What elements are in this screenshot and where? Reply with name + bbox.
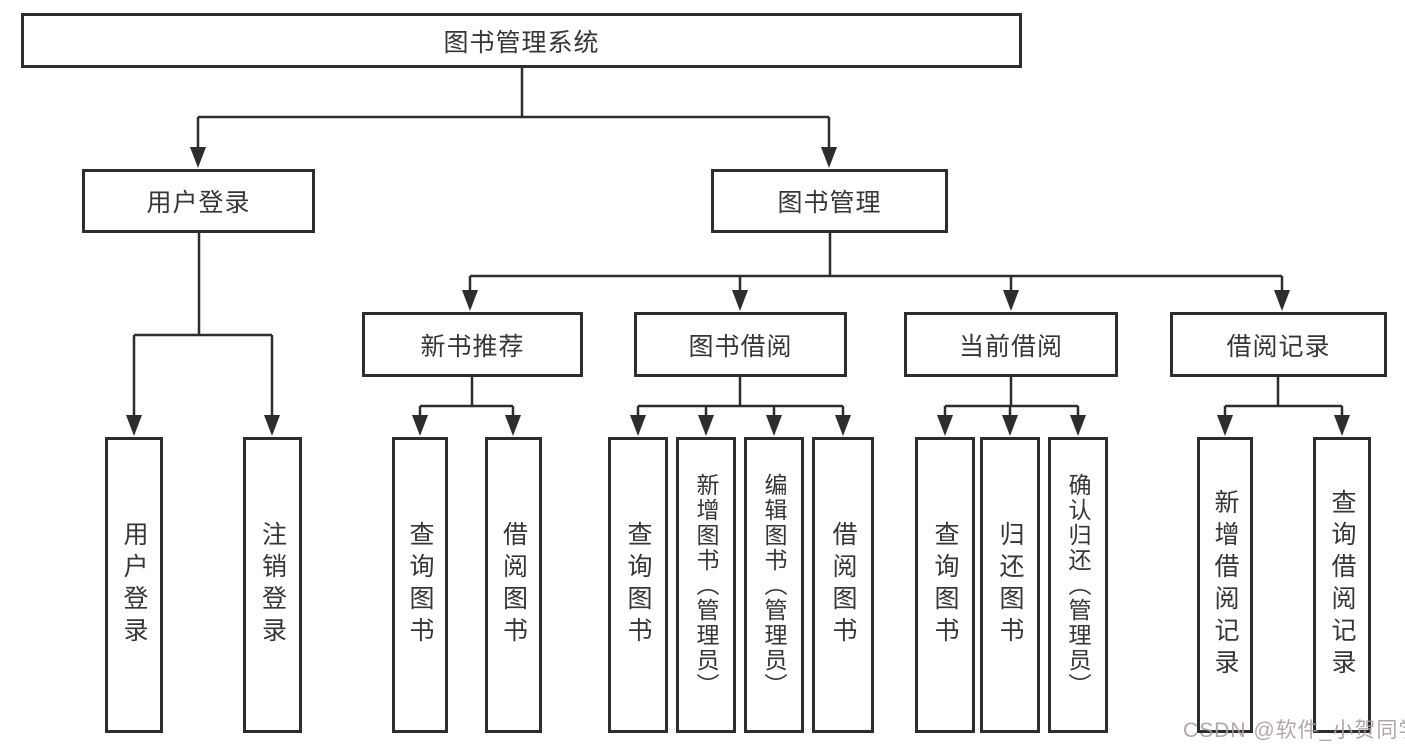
- leaf-borrow-books-recommend: 借阅图书: [485, 437, 542, 733]
- leaf-add-borrow-record: 新增借阅记录: [1197, 437, 1253, 733]
- node-borrowing-records-label: 借阅记录: [1226, 332, 1331, 361]
- node-new-book-recommend-label: 新书推荐: [420, 332, 525, 361]
- node-book-management: 图书管理: [711, 169, 948, 233]
- node-user-login-label: 用户登录: [146, 189, 251, 217]
- leaf-borrow-books-recommend-label: 借阅图书: [499, 521, 528, 649]
- leaf-query-books-recommend: 查询图书: [392, 437, 448, 733]
- leaf-add-books-admin-label: 新增图书（管理员）: [693, 472, 719, 698]
- leaf-return-books: 归还图书: [980, 437, 1040, 733]
- leaf-logout: 注销登录: [243, 437, 302, 733]
- csdn-watermark: CSDN @软件_小贺同学: [1183, 719, 1405, 742]
- node-library-system: 图书管理系统: [21, 13, 1022, 68]
- leaf-user-login: 用户登录: [105, 437, 163, 733]
- leaf-edit-books-admin-label: 编辑图书（管理员）: [761, 472, 787, 698]
- node-new-book-recommend: 新书推荐: [362, 312, 583, 377]
- leaf-query-borrow-record-label: 查询借阅记录: [1328, 489, 1356, 681]
- leaf-edit-books-admin: 编辑图书（管理员）: [744, 437, 804, 733]
- leaf-query-books-borrow: 查询图书: [608, 437, 668, 733]
- node-current-borrowing: 当前借阅: [904, 312, 1118, 377]
- node-book-borrowing: 图书借阅: [634, 312, 847, 377]
- leaf-query-books-borrow-label: 查询图书: [624, 521, 652, 649]
- node-book-borrowing-label: 图书借阅: [688, 332, 793, 361]
- leaf-query-books-current: 查询图书: [915, 437, 975, 733]
- leaf-user-login-label: 用户登录: [120, 521, 148, 649]
- leaf-borrow-books-label: 借阅图书: [829, 521, 857, 649]
- leaf-return-books-label: 归还图书: [996, 521, 1024, 649]
- node-borrowing-records: 借阅记录: [1170, 312, 1387, 377]
- leaf-add-borrow-record-label: 新增借阅记录: [1211, 489, 1239, 681]
- leaf-query-books-current-label: 查询图书: [931, 521, 959, 649]
- node-current-borrowing-label: 当前借阅: [958, 332, 1063, 361]
- leaf-query-borrow-record: 查询借阅记录: [1313, 437, 1371, 733]
- node-user-login: 用户登录: [82, 169, 315, 233]
- node-book-management-label: 图书管理: [777, 189, 882, 217]
- leaf-query-books-recommend-label: 查询图书: [406, 521, 434, 649]
- leaf-add-books-admin: 新增图书（管理员）: [676, 437, 736, 733]
- leaf-confirm-return-admin: 确认归还（管理员）: [1048, 437, 1108, 733]
- leaf-logout-label: 注销登录: [258, 521, 287, 649]
- node-library-system-label: 图书管理系统: [443, 28, 600, 57]
- leaf-borrow-books: 借阅图书: [812, 437, 874, 733]
- leaf-confirm-return-admin-label: 确认归还（管理员）: [1065, 472, 1091, 698]
